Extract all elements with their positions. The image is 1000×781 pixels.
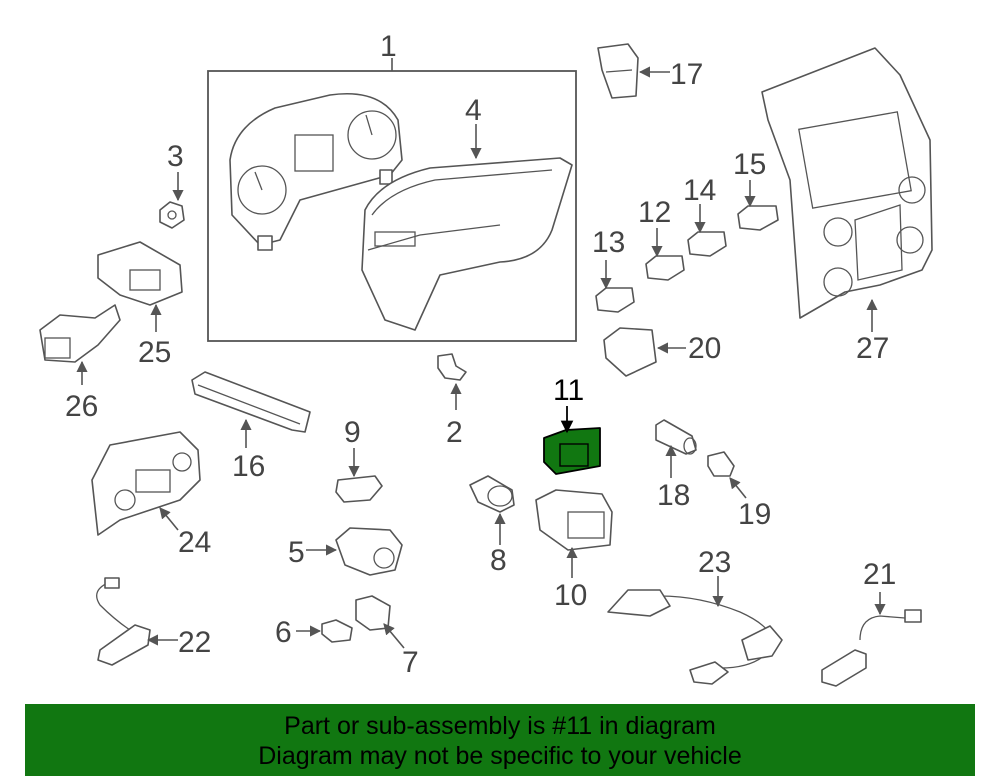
callout-7: 7: [402, 646, 419, 679]
part-19-clip[interactable]: [707, 451, 747, 499]
part-22-harness[interactable]: [96, 577, 178, 666]
banner-line-2: Diagram may not be specific to your vehi…: [258, 742, 742, 770]
callout-13: 13: [592, 226, 625, 259]
callout-20: 20: [688, 332, 721, 365]
part-20-switch[interactable]: [603, 327, 686, 377]
part-6-clip[interactable]: [296, 619, 353, 643]
part-25-switch[interactable]: [97, 241, 183, 332]
info-banner: Part or sub-assembly is #11 in diagram D…: [25, 704, 975, 776]
part-8-outlet[interactable]: [469, 475, 515, 545]
callout-labels: 1 2 3 4 5 6 7 8 9 10 11 12 13 14 15 16 1…: [65, 30, 896, 679]
part-9-bracket[interactable]: [335, 448, 383, 503]
part-3-nut[interactable]: [159, 172, 185, 229]
callout-27: 27: [856, 332, 889, 365]
callout-10: 10: [554, 579, 587, 612]
part-21-harness[interactable]: [821, 592, 922, 687]
callout-12: 12: [638, 196, 671, 229]
part-26-socket[interactable]: [39, 304, 121, 385]
callout-26: 26: [65, 390, 98, 423]
part-12-knob[interactable]: [645, 228, 685, 281]
part-5-switch[interactable]: [306, 527, 403, 576]
part-2-screw[interactable]: [437, 353, 467, 410]
part-11-highlighted-module[interactable]: [543, 406, 601, 475]
part-10-switch-block[interactable]: [535, 489, 613, 578]
part-27-center-stack[interactable]: [761, 47, 933, 332]
callout-21: 21: [863, 558, 896, 591]
callout-22: 22: [178, 626, 211, 659]
banner-line-1: Part or sub-assembly is #11 in diagram: [284, 712, 716, 740]
callout-1: 1: [380, 30, 397, 63]
callout-15: 15: [733, 148, 766, 181]
cluster-face: [229, 92, 403, 251]
callout-5: 5: [288, 536, 305, 569]
part-7-clip[interactable]: [355, 595, 405, 649]
part-13-knob[interactable]: [595, 260, 635, 313]
part-24-control-panel[interactable]: [91, 431, 201, 536]
callout-6: 6: [275, 616, 292, 649]
callout-3: 3: [167, 140, 184, 173]
callout-23: 23: [698, 546, 731, 579]
callout-9: 9: [344, 416, 361, 449]
callout-4: 4: [465, 94, 482, 127]
callout-25: 25: [138, 336, 171, 369]
callout-16: 16: [232, 450, 265, 483]
callout-17: 17: [670, 58, 703, 91]
part-17-clip[interactable]: [597, 43, 670, 99]
callout-19: 19: [738, 498, 771, 531]
callout-18: 18: [657, 479, 690, 512]
callout-2: 2: [446, 416, 463, 449]
callout-11: 11: [553, 374, 584, 407]
callout-14: 14: [683, 174, 716, 207]
callout-24: 24: [178, 526, 211, 559]
part-1-cluster-assembly[interactable]: [207, 58, 577, 342]
part-23-harness[interactable]: [607, 576, 783, 685]
part-16-bezel-strip[interactable]: [191, 371, 311, 448]
callout-8: 8: [490, 544, 507, 577]
part-4-cluster-housing[interactable]: [361, 124, 573, 331]
part-18-lighter[interactable]: [655, 419, 697, 478]
part-14-knob[interactable]: [687, 204, 727, 257]
part-15-knob[interactable]: [737, 180, 779, 231]
